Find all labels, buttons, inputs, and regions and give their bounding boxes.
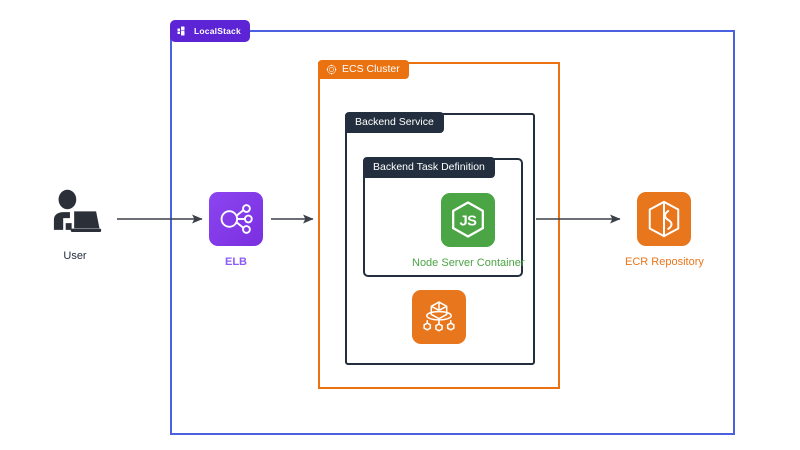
nodejs-icon[interactable]: JS: [441, 193, 496, 247]
node-label-ecr-repository: ECR Repository: [625, 256, 704, 268]
ecs-cluster-icon: [326, 64, 337, 75]
node-ecr-repository[interactable]: ECR Repository: [625, 192, 704, 268]
boundary-label-backend-task-definition: Backend Task Definition: [363, 157, 495, 178]
boundary-label-ecs-cluster: ECS Cluster: [318, 60, 409, 79]
node-node-server-container[interactable]: JS Node Server Container: [412, 193, 525, 269]
boundary-label-backend-task-definition-text: Backend Task Definition: [373, 161, 485, 173]
boundary-label-localstack: LocalStack: [170, 20, 250, 42]
elastic-load-balancer-icon[interactable]: [209, 192, 263, 246]
node-label-elb: ELB: [225, 256, 247, 268]
node-label-user: User: [63, 250, 87, 262]
localstack-logo-icon: [177, 25, 189, 37]
boundary-label-ecs-cluster-text: ECS Cluster: [342, 63, 400, 76]
node-user: User: [48, 186, 102, 262]
node-elb[interactable]: ELB: [209, 192, 263, 268]
boundary-label-backend-service-text: Backend Service: [355, 116, 434, 128]
node-label-node-server-container: Node Server Container: [412, 257, 525, 269]
boundary-ecs-cluster: [318, 62, 560, 389]
boundary-label-backend-service: Backend Service: [345, 112, 444, 133]
node-ecs-task[interactable]: [412, 290, 466, 344]
svg-text:JS: JS: [460, 213, 478, 229]
user-at-laptop-icon: [48, 186, 102, 240]
boundary-label-localstack-text: LocalStack: [194, 25, 241, 36]
ecs-task-icon[interactable]: [412, 290, 466, 344]
ecr-repository-icon[interactable]: [637, 192, 692, 246]
boundary-localstack: [170, 30, 735, 435]
